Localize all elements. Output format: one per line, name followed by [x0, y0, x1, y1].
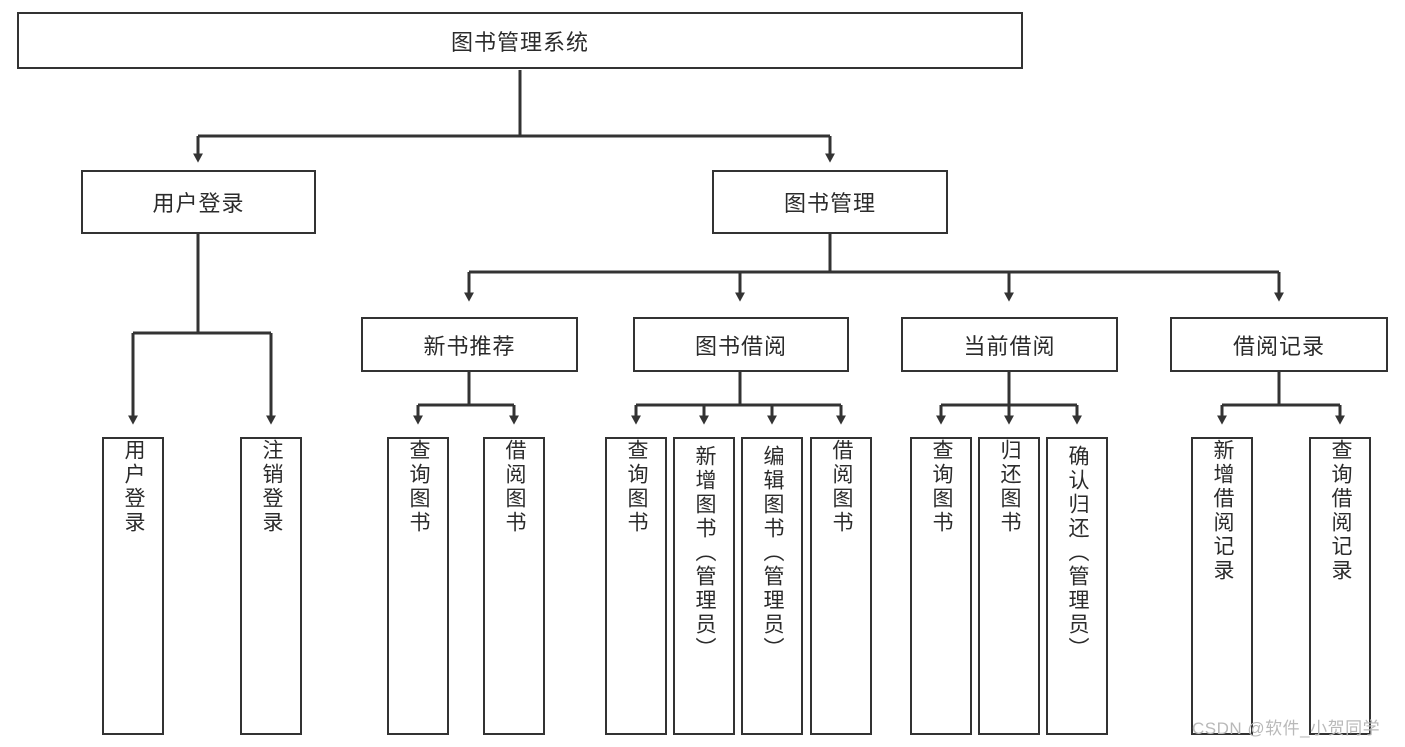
node-leaf-borrow-book[interactable]: 借阅图书	[810, 437, 872, 735]
node-book-borrow[interactable]: 图书借阅	[633, 317, 849, 372]
node-borrow-record[interactable]: 借阅记录	[1170, 317, 1388, 372]
node-label: 确认归还（管理员）	[1066, 445, 1090, 661]
node-leaf-logout[interactable]: 注销登录	[240, 437, 302, 735]
node-current-borrow[interactable]: 当前借阅	[901, 317, 1118, 372]
node-leaf-return-book[interactable]: 归还图书	[978, 437, 1040, 735]
node-label: 用户登录	[122, 439, 146, 535]
node-label: 查询借阅记录	[1329, 439, 1353, 583]
node-leaf-query-book-recommend[interactable]: 查询图书	[387, 437, 449, 735]
node-label: 新增借阅记录	[1211, 439, 1235, 583]
node-label: 查询图书	[930, 439, 954, 535]
watermark: CSDN @软件_小贺同学	[1192, 719, 1381, 738]
node-label: 借阅图书	[503, 439, 527, 535]
node-leaf-query-borrow-record[interactable]: 查询借阅记录	[1309, 437, 1371, 735]
node-label: 图书借阅	[694, 333, 787, 359]
node-book-management[interactable]: 图书管理	[712, 170, 948, 234]
node-label: 当前借阅	[963, 333, 1056, 359]
node-label: 借阅记录	[1232, 333, 1325, 359]
node-user-login[interactable]: 用户登录	[81, 170, 316, 234]
node-label: 注销登录	[260, 439, 284, 535]
node-leaf-query-book-current[interactable]: 查询图书	[910, 437, 972, 735]
node-label: 用户登录	[152, 191, 245, 216]
node-label: 图书管理系统	[450, 29, 589, 55]
node-label: 查询图书	[407, 439, 431, 535]
node-leaf-edit-book-admin[interactable]: 编辑图书（管理员）	[741, 437, 803, 735]
node-leaf-user-login[interactable]: 用户登录	[102, 437, 164, 735]
node-leaf-borrow-book-recommend[interactable]: 借阅图书	[483, 437, 545, 735]
node-label: 图书管理	[783, 191, 876, 216]
node-label: 编辑图书（管理员）	[761, 445, 785, 661]
node-label: 归还图书	[998, 439, 1022, 535]
node-leaf-query-book-borrow[interactable]: 查询图书	[605, 437, 667, 735]
node-label: 查询图书	[625, 439, 649, 535]
node-root-book-management-system[interactable]: 图书管理系统	[17, 12, 1023, 69]
node-label: 新书推荐	[423, 333, 516, 359]
node-label: 借阅图书	[830, 439, 854, 535]
node-new-book-recommend[interactable]: 新书推荐	[361, 317, 578, 372]
node-leaf-confirm-return-admin[interactable]: 确认归还（管理员）	[1046, 437, 1108, 735]
node-leaf-add-borrow-record[interactable]: 新增借阅记录	[1191, 437, 1253, 735]
node-label: 新增图书（管理员）	[693, 445, 717, 661]
node-leaf-add-book-admin[interactable]: 新增图书（管理员）	[673, 437, 735, 735]
